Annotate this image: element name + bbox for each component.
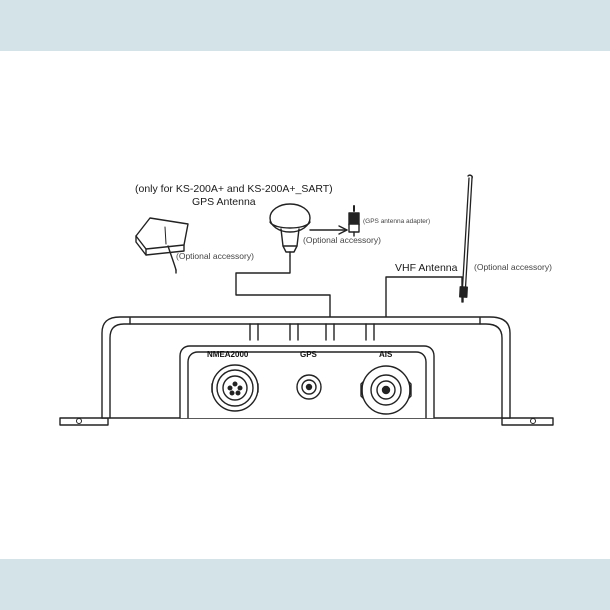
- diagram-canvas: (only for KS-200A+ and KS-200A+_SART) GP…: [0, 51, 610, 559]
- gps-puck-antenna-icon: [135, 217, 189, 271]
- optional-accessory-label-2: (Optional accessory): [303, 235, 381, 245]
- nmea2000-port-label: NMEA2000: [207, 350, 249, 359]
- gps-antenna-adapter-icon: [348, 205, 360, 237]
- top-band: [0, 0, 610, 51]
- gps-connector: [296, 374, 322, 400]
- bottom-band: [0, 559, 610, 610]
- optional-accessory-label-3: (Optional accessory): [474, 262, 552, 272]
- gps-antenna-adapter-label: (GPS antenna adapter): [363, 218, 431, 225]
- gps-mushroom-antenna-icon: [269, 203, 311, 257]
- compatibility-note: (only for KS-200A+ and KS-200A+_SART): [135, 183, 333, 195]
- ais-transponder-housing: [59, 316, 554, 426]
- gps-port-label: GPS: [300, 350, 317, 359]
- vhf-antenna-label: VHF Antenna: [395, 262, 458, 274]
- ais-connector: [360, 365, 412, 415]
- optional-accessory-label-1: (Optional accessory): [176, 251, 254, 261]
- vhf-whip-antenna-icon: [459, 174, 473, 303]
- vhf-cable: [385, 276, 463, 350]
- gps-antenna-label: GPS Antenna: [192, 196, 256, 208]
- nmea2000-connector: [211, 364, 259, 412]
- connection-diagram: [59, 174, 554, 426]
- ais-port-label: AIS: [379, 350, 393, 359]
